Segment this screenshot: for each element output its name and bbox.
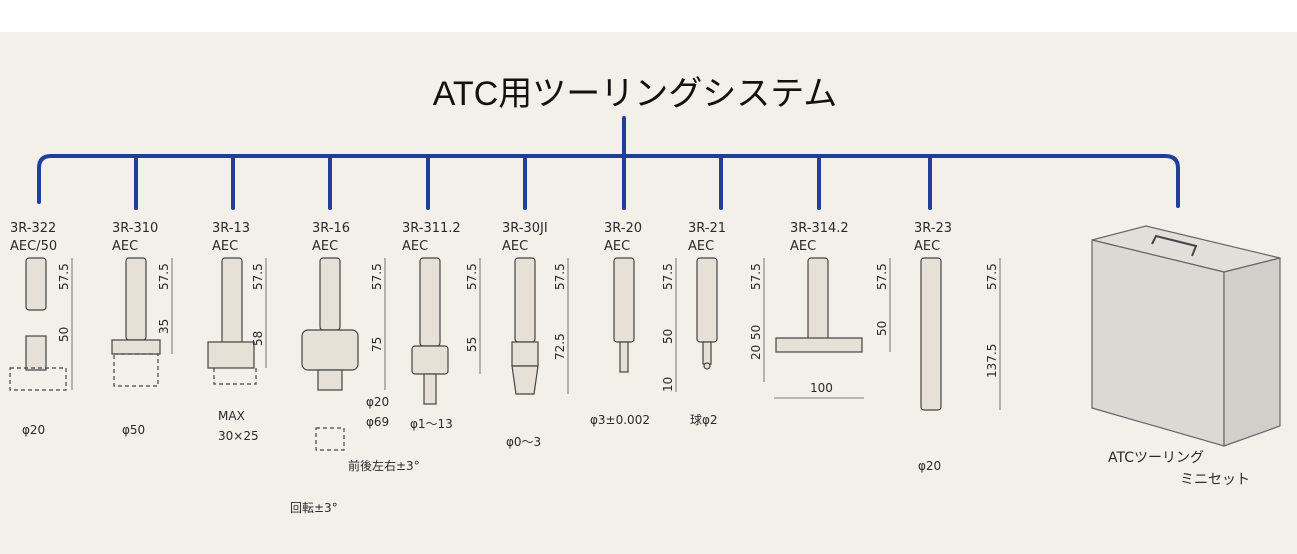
minikit-box-drawing <box>1091 225 1281 447</box>
note-label: φ20 <box>918 459 941 473</box>
tool-3R-23-drawing <box>920 257 942 411</box>
note-label: φ50 <box>122 423 145 437</box>
dimension-label: 57.5 <box>370 263 384 290</box>
dimension-label: 57.5 <box>661 263 675 290</box>
tool-code-label: 3R-30JI <box>502 221 548 236</box>
tool-3R-322-drawing <box>9 257 67 391</box>
dimension-label: 58 <box>251 331 265 346</box>
tool-code-label: 3R-322 <box>10 221 56 236</box>
dimension-label: 75 <box>370 337 384 352</box>
note-label: φ1～13 <box>410 417 453 431</box>
dimension-label: 50 <box>57 327 71 342</box>
note-label: φ20 <box>366 395 389 409</box>
tool-code-label: 3R-310 <box>112 221 158 236</box>
dimension-label: 50 <box>875 321 889 336</box>
tool-type-label: AEC <box>212 239 238 254</box>
dimension-label: 137.5 <box>985 344 999 378</box>
tool-code-label: 3R-314.2 <box>790 221 849 236</box>
note-label: MAX <box>218 409 245 423</box>
tool-3R-21-drawing <box>696 257 718 370</box>
note-label: 100 <box>810 381 833 395</box>
tool-type-label: AEC <box>914 239 940 254</box>
tool-code-label: 3R-21 <box>688 221 726 236</box>
tool-type-label: AEC <box>112 239 138 254</box>
tool-code-label: 3R-23 <box>914 221 952 236</box>
tool-type-label: AEC <box>790 239 816 254</box>
note-label: 前後左右±3° <box>348 458 420 473</box>
note-label: φ69 <box>366 415 389 429</box>
main-bus-line <box>37 154 1180 208</box>
dimension-label: 20 <box>749 345 763 360</box>
tool-3R-310-drawing <box>111 257 161 387</box>
page-title: ATC用ツーリングシステム <box>432 75 838 113</box>
dimension-label: 57.5 <box>553 263 567 290</box>
tool-3R-311-drawing <box>411 257 449 405</box>
tool-type-label: AEC <box>688 239 714 254</box>
note-label: 回転±3° <box>290 501 338 515</box>
tool-type-label: AEC <box>502 239 528 254</box>
tool-3R-13-drawing <box>207 257 257 385</box>
note-label: φ0～3 <box>506 435 541 449</box>
minikit-label-2: ミニセット <box>1180 472 1250 488</box>
note-label: φ3±0.002 <box>590 413 650 427</box>
page-background <box>0 32 1297 554</box>
dimension-label: 57.5 <box>875 263 889 290</box>
dimension-label: 57.5 <box>465 263 479 290</box>
dimension-label: 55 <box>465 337 479 352</box>
tool-type-label: AEC <box>402 239 428 254</box>
dimension-label: 50 <box>749 325 763 340</box>
tool-type-label: AEC <box>604 239 630 254</box>
tool-code-label: 3R-13 <box>212 221 250 236</box>
dimension-label: 72.5 <box>553 333 567 360</box>
tool-3R-314-drawing <box>775 257 863 353</box>
tool-3R-30JI-drawing <box>511 257 539 395</box>
tool-code-label: 3R-16 <box>312 221 350 236</box>
dimension-label: 10 <box>661 377 675 392</box>
note-label: φ20 <box>22 423 45 437</box>
dimension-label: 57.5 <box>57 263 71 290</box>
tool-code-label: 3R-20 <box>604 221 642 236</box>
minikit-label-1: ATCツーリング <box>1108 450 1204 466</box>
dimension-label: 50 <box>661 329 675 344</box>
tool-type-label: AEC/50 <box>10 239 57 254</box>
dimension-label: 57.5 <box>157 263 171 290</box>
dimension-label: 35 <box>157 319 171 334</box>
dimension-label: 57.5 <box>985 263 999 290</box>
note-label: 球φ2 <box>690 413 718 427</box>
tool-3R-20-drawing <box>613 257 635 373</box>
dimension-label: 57.5 <box>251 263 265 290</box>
note-label: 30×25 <box>218 429 259 443</box>
tool-type-label: AEC <box>312 239 338 254</box>
tool-code-label: 3R-311.2 <box>402 221 461 236</box>
tool-3R-16-drawing <box>301 257 359 451</box>
dimension-label: 57.5 <box>749 263 763 290</box>
